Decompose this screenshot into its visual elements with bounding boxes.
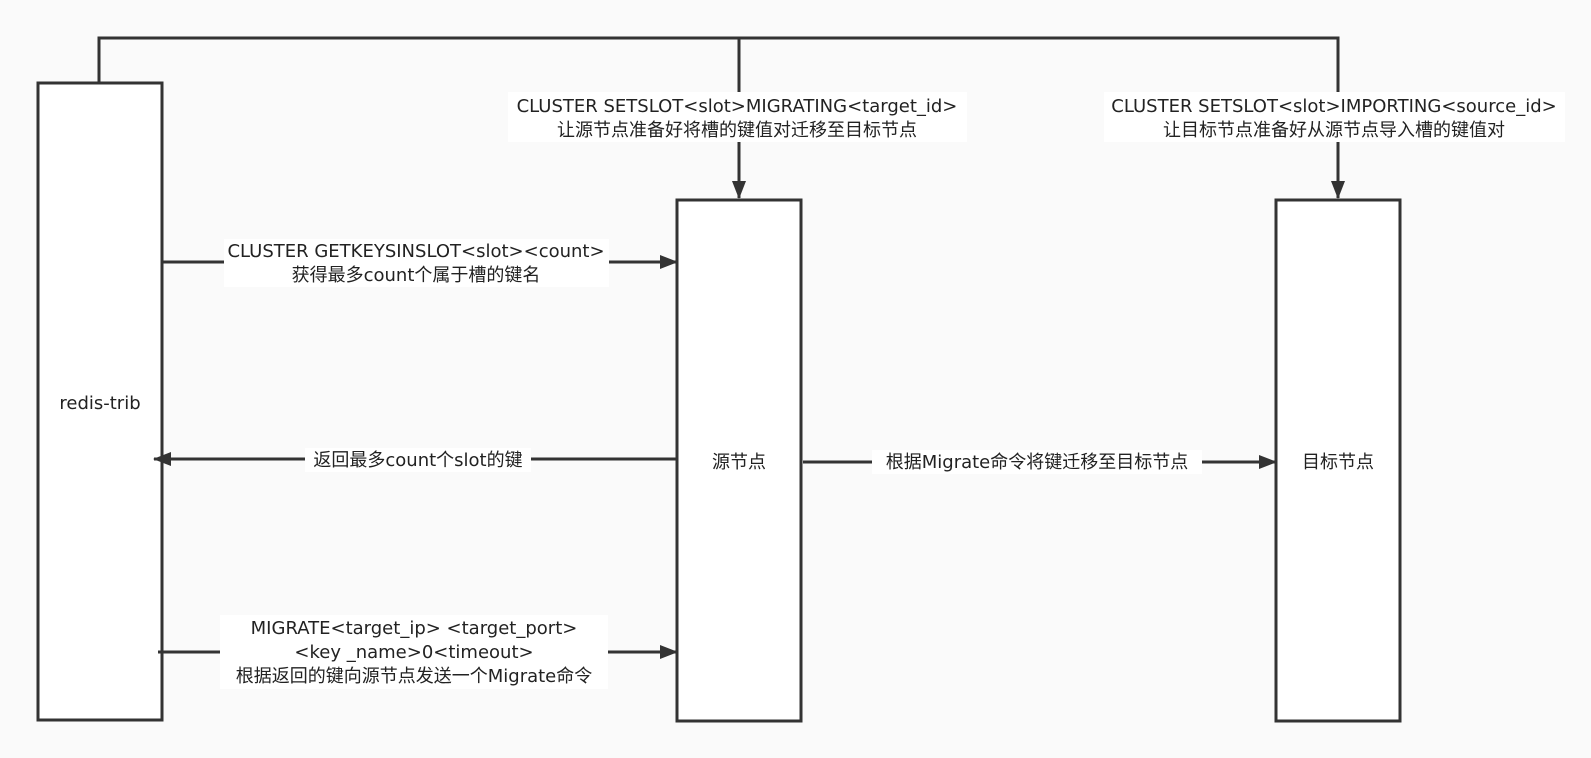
node-redis-trib-label: redis-trib [59,393,140,414]
node-target-label: 目标节点 [1302,452,1374,473]
node-redis-trib: redis-trib [36,81,164,722]
return-keys-label: 返回最多count个slot的键 [313,450,522,471]
edge-label-setslot-importing: CLUSTER SETSLOT<slot>IMPORTING<source_id… [1104,92,1565,142]
edge-return-keys: 返回最多count个slot的键 [153,448,677,472]
node-source: 源节点 [675,198,803,723]
getkeysinslot-line1: CLUSTER GETKEYSINSLOT<slot><count> [227,241,604,262]
migrate-cmd-line3: 根据返回的键向源节点发送一个Migrate命令 [236,666,593,687]
migrate-cmd-line2: <key _name>0<timeout> [294,642,533,663]
edge-migrate-to-target: 根据Migrate命令将键迁移至目标节点 [803,450,1277,474]
edge-getkeysinslot: CLUSTER GETKEYSINSLOT<slot><count> 获得最多c… [162,239,678,287]
getkeysinslot-line2: 获得最多count个属于槽的键名 [292,265,541,286]
setslot-importing-line1: CLUSTER SETSLOT<slot>IMPORTING<source_id… [1111,96,1556,117]
setslot-importing-line2: 让目标节点准备好从源节点导入槽的键值对 [1163,120,1505,141]
node-source-label: 源节点 [712,452,766,473]
edge-migrate-cmd: MIGRATE<target_ip> <target_port> <key _n… [158,615,678,689]
migrate-to-target-label: 根据Migrate命令将键迁移至目标节点 [886,452,1189,473]
node-target: 目标节点 [1274,198,1402,723]
setslot-migrating-line2: 让源节点准备好将槽的键值对迁移至目标节点 [557,120,917,141]
setslot-migrating-line1: CLUSTER SETSLOT<slot>MIGRATING<target_id… [517,96,958,117]
migrate-cmd-line1: MIGRATE<target_ip> <target_port> [251,618,578,639]
edge-label-setslot-migrating: CLUSTER SETSLOT<slot>MIGRATING<target_id… [508,92,967,142]
